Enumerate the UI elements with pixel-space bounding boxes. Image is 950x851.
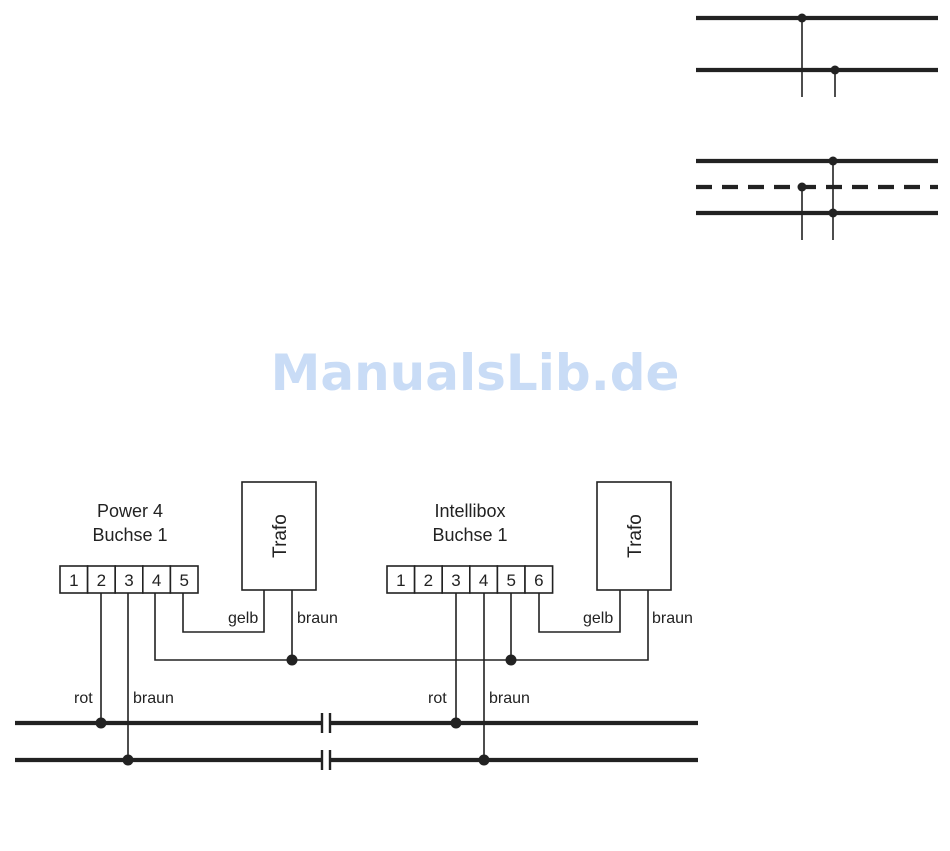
legend-three-rail-symbol [696, 157, 938, 241]
intellibox-pin-label-2: 2 [424, 571, 433, 590]
legend-junction-2 [831, 66, 840, 75]
trafo-left-gelb-label: gelb [228, 610, 258, 627]
track-right-rot-label: rot [428, 690, 447, 707]
junction-bus-intellibox [506, 655, 517, 666]
track-left-braun-label: braun [133, 690, 174, 707]
power4-title: Power 4 [97, 501, 163, 521]
intellibox-pin-label-1: 1 [396, 571, 405, 590]
track-left-rot-label: rot [74, 690, 93, 707]
trafo-right: Trafo gelb braun [583, 482, 693, 627]
junction-rail-top-right [451, 718, 462, 729]
junction-rail-top-left [96, 718, 107, 729]
trafo-right-braun-label: braun [652, 610, 693, 627]
power4-pin-label-5: 5 [179, 571, 188, 590]
power4-subtitle: Buchse 1 [92, 525, 167, 545]
intellibox-pin-label-4: 4 [479, 571, 488, 590]
intellibox-pin-label-5: 5 [506, 571, 515, 590]
track-right-braun-label: braun [489, 690, 530, 707]
power4-pin-label-1: 1 [69, 571, 78, 590]
legend-junction-1 [798, 14, 807, 23]
trafo-right-gelb-label: gelb [583, 610, 613, 627]
legend-two-rail-symbol [696, 14, 938, 98]
watermark: ManualsLib.de [271, 344, 680, 402]
trafo-left-label: Trafo [270, 514, 291, 558]
trafo-left-braun-label: braun [297, 610, 338, 627]
junction-bus-trafo-left [287, 655, 298, 666]
legend-junction-1 [798, 183, 807, 192]
legend-junction-3 [829, 209, 838, 218]
track [15, 713, 698, 770]
wires [96, 590, 649, 766]
power4-pin-label-3: 3 [124, 571, 133, 590]
legend-junction-2 [829, 157, 838, 166]
junction-rail-bottom-left [123, 755, 134, 766]
trafo-left: Trafo gelb braun [228, 482, 338, 627]
intellibox-pin-label-6: 6 [534, 571, 543, 590]
intellibox-subtitle: Buchse 1 [432, 525, 507, 545]
junction-rail-bottom-right [479, 755, 490, 766]
power4-pin-label-2: 2 [97, 571, 106, 590]
intellibox-title: Intellibox [434, 501, 505, 521]
power4-pin-label-4: 4 [152, 571, 161, 590]
intellibox-pin-label-3: 3 [451, 571, 460, 590]
trafo-right-label: Trafo [625, 514, 646, 558]
